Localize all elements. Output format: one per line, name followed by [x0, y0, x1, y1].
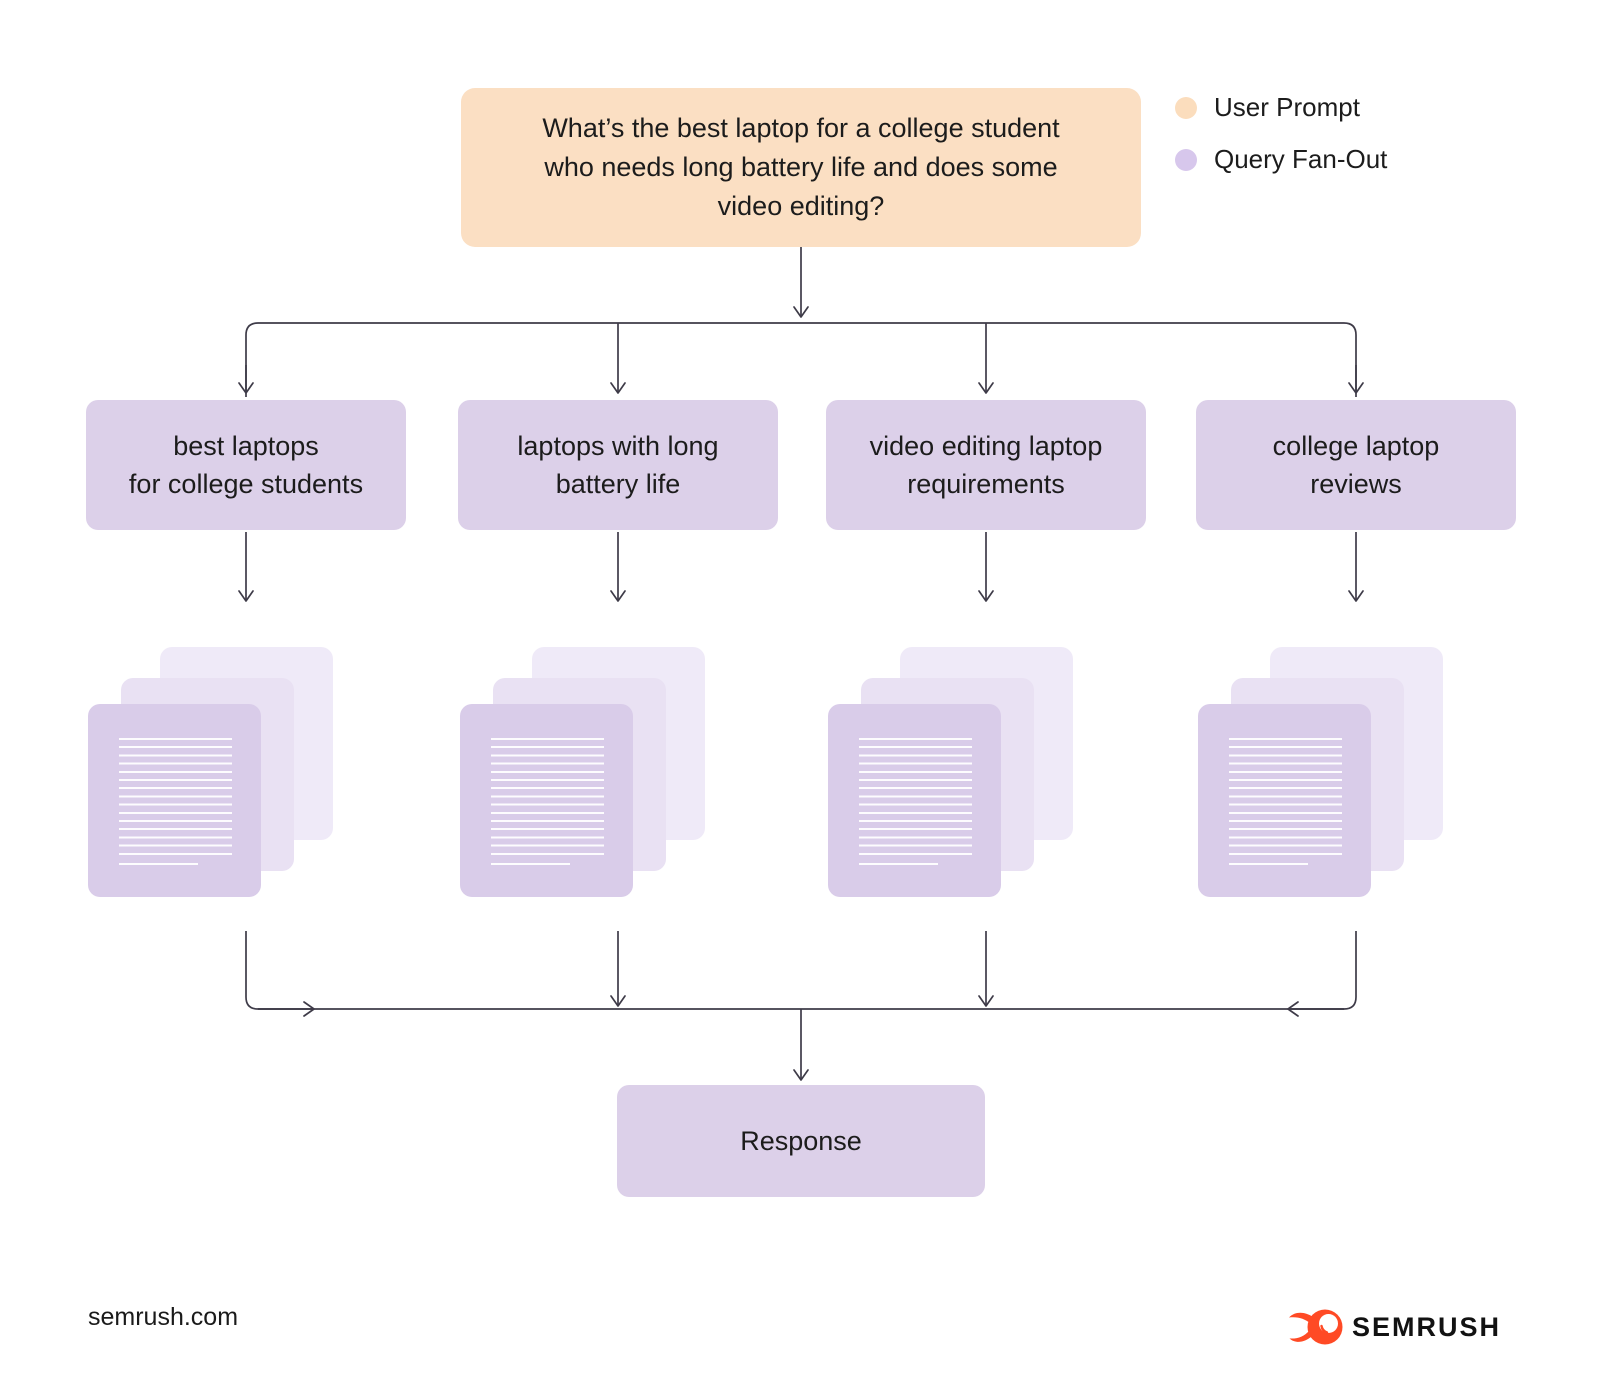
- response-label: Response: [740, 1125, 862, 1156]
- legend-label-user-prompt: User Prompt: [1214, 92, 1360, 122]
- document-front-icon: [1198, 704, 1371, 897]
- document-stack: [460, 647, 706, 897]
- footer-website: semrush.com: [88, 1303, 239, 1331]
- query-box-best-laptops: best laptops for college students: [86, 400, 406, 530]
- connector-merge-left: [245, 931, 315, 1017]
- query-box-college-reviews: college laptop reviews: [1196, 400, 1516, 530]
- document-stack: [828, 647, 1074, 897]
- document-text-line-short: [119, 863, 198, 865]
- legend-label-query-fan-out: Query Fan-Out: [1214, 144, 1388, 174]
- connector-merge-right: [1287, 931, 1357, 1017]
- document-front-icon: [88, 704, 261, 897]
- query-text-line: college laptop: [1272, 431, 1440, 461]
- legend-item-query-fan-out: Query Fan-Out: [1175, 144, 1387, 175]
- query-text-line: best laptops: [173, 431, 319, 461]
- query-text-line: requirements: [907, 469, 1065, 499]
- response-box: Response: [617, 1085, 985, 1197]
- connector-fanout-bracket: [245, 322, 1357, 397]
- semrush-logo: SEMRUSH: [1288, 1308, 1501, 1346]
- document-text-lines: [1229, 738, 1342, 856]
- document-text-line-short: [1229, 863, 1308, 865]
- semrush-wordmark: SEMRUSH: [1352, 1311, 1502, 1342]
- document-text-lines: [859, 738, 972, 856]
- document-stack: [1198, 647, 1444, 897]
- user-prompt-box: What’s the best laptop for a college stu…: [461, 88, 1141, 247]
- user-prompt-legend-dot-icon: [1175, 96, 1197, 119]
- query-box-battery-life: laptops with long battery life: [458, 400, 778, 530]
- query-fan-out-legend-dot-icon: [1175, 148, 1197, 171]
- query-text-line: battery life: [555, 469, 681, 499]
- document-text-line-short: [491, 863, 570, 865]
- document-text-lines: [491, 738, 604, 856]
- semrush-flame-icon: [1289, 1309, 1343, 1345]
- query-text-line: video editing laptop: [869, 431, 1103, 461]
- document-text-lines: [119, 738, 232, 856]
- document-front-icon: [828, 704, 1001, 897]
- legend: User Prompt Query Fan-Out: [1175, 92, 1387, 196]
- query-box-video-editing: video editing laptop requirements: [826, 400, 1146, 530]
- legend-item-user-prompt: User Prompt: [1175, 92, 1387, 123]
- query-text-line: laptops with long: [517, 431, 719, 461]
- query-text-line: reviews: [1310, 469, 1402, 499]
- user-prompt-text: What’s the best laptop for a college stu…: [542, 113, 1060, 221]
- document-text-line-short: [859, 863, 938, 865]
- document-front-icon: [460, 704, 633, 897]
- document-stack: [88, 647, 334, 897]
- query-text-line: for college students: [128, 469, 364, 499]
